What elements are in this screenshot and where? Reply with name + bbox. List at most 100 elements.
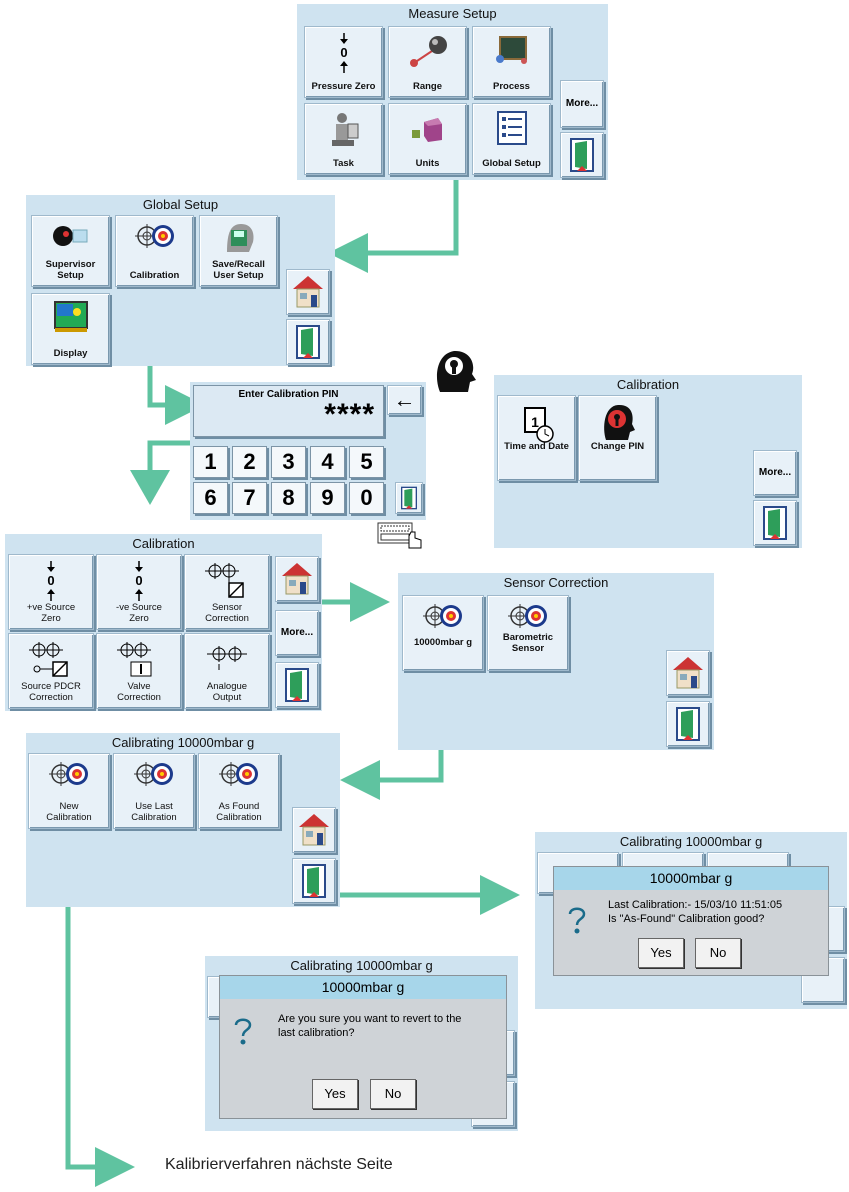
- as-found-dialog-header: 10000mbar g: [554, 867, 828, 890]
- pin-entry-panel: Enter Calibration PIN **** ← 1 2 3 4 5 6…: [190, 382, 426, 520]
- home-button[interactable]: [292, 807, 336, 853]
- exit-button[interactable]: [560, 132, 604, 178]
- more-button[interactable]: More...: [560, 80, 604, 128]
- task-button[interactable]: Task: [304, 103, 383, 175]
- process-button[interactable]: Process: [472, 26, 551, 98]
- calibration-button[interactable]: Calibration: [115, 215, 194, 287]
- supervisor-setup-button[interactable]: Supervisor Setup: [31, 215, 110, 287]
- calibration-target-icon: [134, 762, 173, 786]
- change-pin-button[interactable]: Change PIN: [578, 395, 657, 481]
- no-button[interactable]: No: [695, 938, 741, 968]
- exit-button[interactable]: [275, 662, 319, 708]
- source-pdcr-correction-label: Source PDCR Correction: [21, 681, 81, 703]
- question-icon: [234, 1018, 252, 1045]
- zero-arrows-icon: 0: [47, 561, 55, 601]
- range-button[interactable]: Range: [388, 26, 467, 98]
- as-found-panel-title: Calibrating 10000mbar g: [619, 834, 763, 849]
- key-3[interactable]: 3: [271, 446, 306, 478]
- home-button[interactable]: [286, 269, 330, 315]
- save-recall-icon: [226, 224, 253, 252]
- exit-button[interactable]: [286, 319, 330, 365]
- sensor-correction-title: Sensor Correction: [503, 575, 609, 590]
- home-icon: [293, 276, 323, 308]
- source-pdcr-correction-button[interactable]: Source PDCR Correction: [8, 633, 94, 709]
- valve-correction-button[interactable]: Valve Correction: [96, 633, 182, 709]
- key-1[interactable]: 1: [193, 446, 228, 478]
- exit-button[interactable]: [666, 701, 710, 747]
- display-button[interactable]: Display: [31, 293, 110, 365]
- question-icon: [568, 907, 586, 934]
- units-button[interactable]: Units: [388, 103, 467, 175]
- home-button[interactable]: [275, 556, 319, 602]
- calibration-target-icon: [49, 762, 88, 786]
- home-icon: [673, 657, 703, 689]
- range-icon: [409, 36, 447, 67]
- exit-door-icon: [676, 707, 700, 741]
- sensor-correction-button[interactable]: Sensor Correction: [184, 554, 270, 630]
- key-7[interactable]: 7: [232, 482, 267, 514]
- sensor-correction-panel: Sensor Correction 10000mbar g Barometric…: [398, 573, 714, 750]
- positive-source-zero-button[interactable]: 0 +ve Source Zero: [8, 554, 94, 630]
- pin-entry-display: Enter Calibration PIN ****: [193, 385, 384, 437]
- key-2[interactable]: 2: [232, 446, 267, 478]
- home-icon: [299, 814, 329, 846]
- source-pdcr-icon: [29, 642, 68, 677]
- analogue-output-button[interactable]: Analogue Output: [184, 633, 270, 709]
- negative-source-zero-button[interactable]: 0 -ve Source Zero: [96, 554, 182, 630]
- key-9[interactable]: 9: [310, 482, 345, 514]
- key-5[interactable]: 5: [349, 446, 384, 478]
- calibrating-title: Calibrating 10000mbar g: [111, 735, 255, 750]
- calibration-pin-panel: Calibration 1 Time and Date Change PIN M…: [494, 375, 802, 548]
- arrow-new-to-next: [65, 823, 135, 1187]
- home-icon: [282, 563, 312, 595]
- analogue-output-label: Analogue Output: [206, 681, 248, 703]
- zero-digit: 0: [47, 573, 54, 588]
- exit-button[interactable]: [395, 482, 423, 514]
- yes-button[interactable]: Yes: [638, 938, 684, 968]
- time-and-date-label: Time and Date: [504, 441, 569, 452]
- exit-door-icon: [302, 864, 326, 898]
- lock-head-icon: [436, 350, 476, 392]
- calendar-clock-icon: 1: [523, 407, 554, 443]
- as-found-calibration-button[interactable]: As Found Calibration: [198, 753, 280, 829]
- display-label: Display: [53, 348, 88, 359]
- yes-button[interactable]: Yes: [312, 1079, 358, 1109]
- sensor-correction-icon: [205, 563, 244, 598]
- barometric-sensor-button[interactable]: Barometric Sensor: [487, 595, 569, 671]
- key-6[interactable]: 6: [193, 482, 228, 514]
- sensor-10000mbar-button[interactable]: 10000mbar g: [402, 595, 484, 671]
- pin-entry-value: ****: [324, 398, 375, 431]
- valve-correction-label: Valve Correction: [117, 681, 161, 703]
- revert-dialog-line1: Are you sure you want to revert to the: [278, 1013, 462, 1025]
- more-button[interactable]: More...: [275, 610, 319, 656]
- pressure-zero-button[interactable]: 0 Pressure Zero: [304, 26, 383, 98]
- barometric-sensor-label: Barometric Sensor: [502, 632, 554, 654]
- exit-button[interactable]: [753, 500, 797, 546]
- exit-button[interactable]: [292, 858, 336, 904]
- measure-setup-title: Measure Setup: [408, 6, 497, 21]
- zero-digit: 0: [135, 573, 142, 588]
- calibration-panel: Calibration 0 +ve Source Zero 0 -ve Sour…: [5, 534, 322, 711]
- global-setup-panel: Global Setup Supervisor Setup Calibratio…: [26, 195, 335, 366]
- save-recall-button[interactable]: Save/Recall User Setup: [199, 215, 278, 287]
- change-pin-label: Change PIN: [590, 441, 645, 452]
- arrow-pin-to-calibration-shaft: [147, 440, 190, 470]
- global-setup-label: Global Setup: [482, 158, 541, 169]
- as-found-dialog-line1: Last Calibration:- 15/03/10 11:51:05: [608, 899, 783, 911]
- time-and-date-button[interactable]: 1 Time and Date: [497, 395, 576, 481]
- key-4[interactable]: 4: [310, 446, 345, 478]
- more-button[interactable]: More...: [753, 450, 797, 496]
- valve-correction-icon: [117, 642, 152, 677]
- use-last-calibration-button[interactable]: Use Last Calibration: [113, 753, 195, 829]
- global-setup-title: Global Setup: [142, 197, 219, 212]
- analogue-output-icon: [207, 646, 247, 670]
- keypad-touch-icon: [377, 522, 422, 549]
- key-8[interactable]: 8: [271, 482, 306, 514]
- home-button[interactable]: [666, 650, 710, 696]
- key-0[interactable]: 0: [349, 482, 384, 514]
- calibrating-panel: Calibrating 10000mbar g New Calibration …: [26, 733, 340, 907]
- new-calibration-button[interactable]: New Calibration: [28, 753, 110, 829]
- no-button[interactable]: No: [370, 1079, 416, 1109]
- global-setup-button[interactable]: Global Setup: [472, 103, 551, 175]
- backspace-button[interactable]: ←: [387, 385, 422, 415]
